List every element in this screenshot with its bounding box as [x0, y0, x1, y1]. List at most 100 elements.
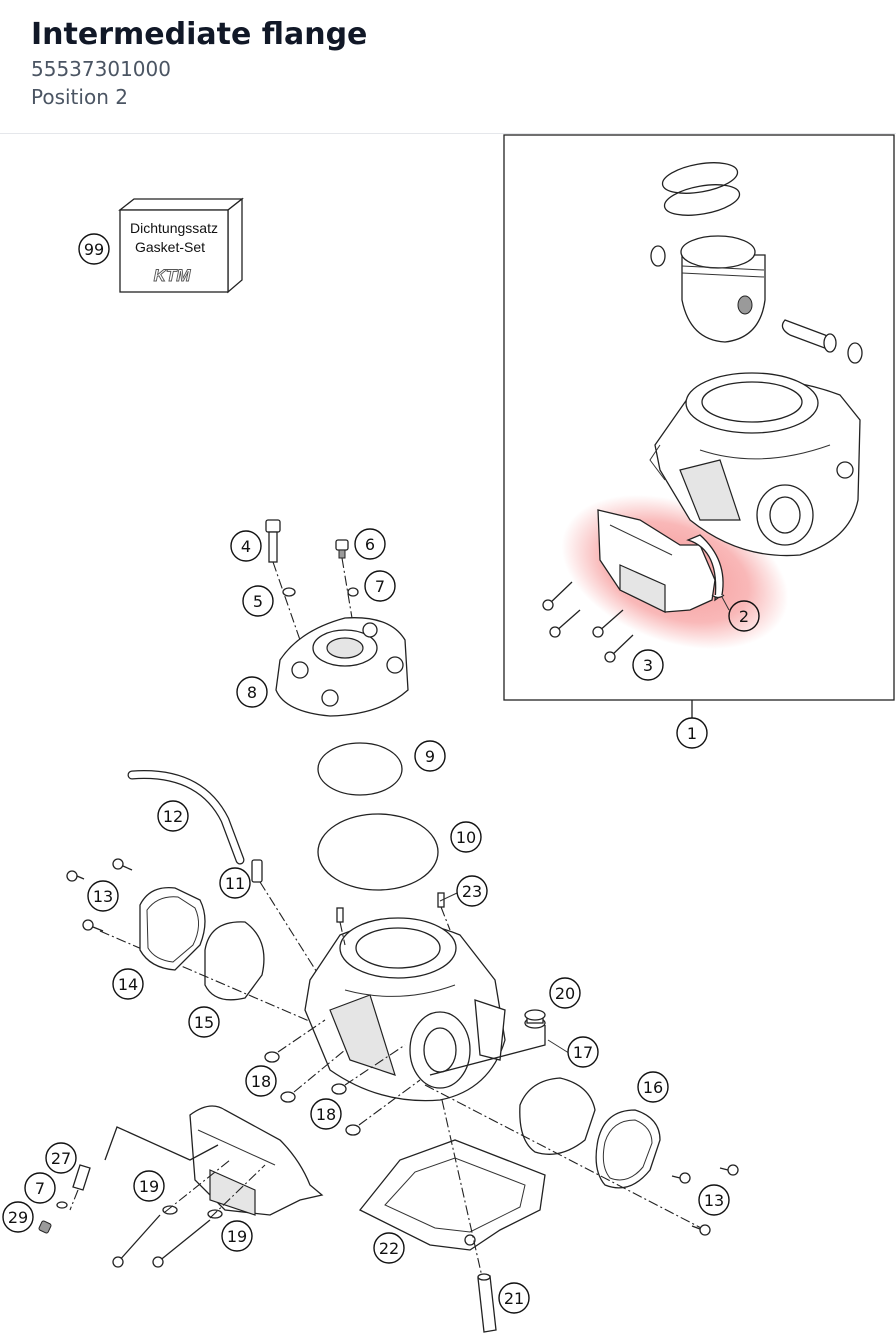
washer-5[interactable] — [282, 587, 296, 597]
callout-number: 22 — [379, 1239, 399, 1258]
callout-number: 21 — [504, 1289, 524, 1308]
nut-6[interactable] — [335, 539, 349, 559]
callout-5[interactable]: 5 — [242, 585, 274, 617]
callout-13[interactable]: 13 — [87, 880, 119, 912]
callout-number: 99 — [84, 240, 104, 259]
screws-13-left[interactable] — [66, 858, 133, 932]
callout-99[interactable]: 99 — [78, 233, 110, 265]
cylinder-head[interactable] — [275, 617, 409, 717]
callout-1[interactable]: 1 — [676, 717, 708, 749]
base-gasket-22[interactable] — [358, 1139, 546, 1251]
callout-8[interactable]: 8 — [236, 676, 268, 708]
callout-number: 17 — [573, 1043, 593, 1062]
callout-3[interactable]: 3 — [632, 649, 664, 681]
part-number: 55537301000 — [31, 57, 171, 81]
main-cylinder[interactable] — [304, 917, 506, 1102]
o-rings-18[interactable] — [264, 1051, 361, 1136]
callout-number: 13 — [704, 1191, 724, 1210]
callout-18[interactable]: 18 — [245, 1065, 277, 1097]
callout-number: 18 — [316, 1105, 336, 1124]
callout-number: 18 — [251, 1072, 271, 1091]
callout-22[interactable]: 22 — [373, 1232, 405, 1264]
callout-number: 1 — [687, 724, 697, 743]
callout-number: 2 — [739, 607, 749, 626]
callout-11[interactable]: 11 — [219, 867, 251, 899]
inset-cylinder[interactable] — [649, 372, 861, 557]
callout-number: 9 — [425, 747, 435, 766]
callout-27[interactable]: 27 — [45, 1142, 77, 1174]
callout-number: 12 — [163, 807, 183, 826]
callout-23[interactable]: 23 — [456, 875, 488, 907]
callout-number: 19 — [227, 1227, 247, 1246]
piston-rings[interactable] — [660, 158, 742, 221]
washer-7-lower[interactable] — [56, 1201, 68, 1209]
sleeve-27[interactable] — [72, 1164, 91, 1191]
callout-number: 15 — [194, 1013, 214, 1032]
callout-13[interactable]: 13 — [698, 1184, 730, 1216]
callout-7[interactable]: 7 — [24, 1172, 56, 1204]
position-label: Position 2 — [31, 85, 128, 109]
o-ring-10[interactable] — [317, 813, 439, 891]
callout-16[interactable]: 16 — [637, 1071, 669, 1103]
callout-number: 23 — [462, 882, 482, 901]
nut-29[interactable] — [38, 1220, 52, 1234]
washers-19[interactable] — [162, 1205, 223, 1219]
callout-number: 13 — [93, 887, 113, 906]
washer-7[interactable] — [347, 587, 359, 597]
gasket-17[interactable] — [519, 1077, 596, 1155]
callout-7[interactable]: 7 — [364, 570, 396, 602]
gasket-15[interactable] — [204, 921, 265, 1001]
callout-number: 19 — [139, 1177, 159, 1196]
callout-2[interactable]: 2 — [728, 600, 760, 632]
callout-12[interactable]: 12 — [157, 800, 189, 832]
callout-19[interactable]: 19 — [221, 1220, 253, 1252]
piston[interactable] — [680, 235, 766, 343]
callout-19[interactable]: 19 — [133, 1170, 165, 1202]
plug-20[interactable] — [524, 1009, 546, 1029]
callout-number: 29 — [8, 1208, 28, 1227]
callout-number: 10 — [456, 828, 476, 847]
callout-number: 4 — [241, 537, 251, 556]
ktm-logo: KTM — [154, 266, 192, 285]
callout-20[interactable]: 20 — [549, 977, 581, 1009]
callout-14[interactable]: 14 — [112, 968, 144, 1000]
callout-number: 16 — [643, 1078, 663, 1097]
callout-number: 14 — [118, 975, 138, 994]
callout-18[interactable]: 18 — [310, 1098, 342, 1130]
nipple-11[interactable] — [251, 859, 263, 883]
callout-number: 7 — [35, 1179, 45, 1198]
screws-13-right[interactable] — [671, 1164, 739, 1236]
callout-21[interactable]: 21 — [498, 1282, 530, 1314]
callout-10[interactable]: 10 — [450, 821, 482, 853]
piston-pin-clip[interactable] — [650, 245, 666, 267]
inset-bolts[interactable] — [542, 581, 634, 663]
o-ring-9[interactable] — [317, 742, 403, 796]
dowel-21[interactable] — [477, 1273, 497, 1333]
lower-intermediate-flange[interactable] — [189, 1105, 324, 1216]
callout-number: 6 — [365, 535, 375, 554]
cylinder-head-bolt[interactable] — [265, 519, 281, 563]
water-pump-cover-16[interactable] — [595, 1109, 661, 1189]
callout-9[interactable]: 9 — [414, 740, 446, 772]
cylinder-kit-inset — [503, 134, 895, 720]
piston-pin-clip-right[interactable] — [847, 342, 863, 364]
callout-15[interactable]: 15 — [188, 1006, 220, 1038]
callout-number: 11 — [225, 874, 245, 893]
gasket-set-label-en: Gasket-Set — [135, 239, 205, 255]
callout-6[interactable]: 6 — [354, 528, 386, 560]
callout-number: 3 — [643, 656, 653, 675]
gasket-set-box[interactable]: Dichtungssatz Gasket-Set KTM — [118, 197, 244, 294]
intermediate-flange-part[interactable] — [597, 509, 725, 613]
piston-pin[interactable] — [781, 319, 837, 353]
callout-number: 8 — [247, 683, 257, 702]
callout-17[interactable]: 17 — [567, 1036, 599, 1068]
page-title: Intermediate flange — [31, 17, 368, 52]
water-pump-cover-14[interactable] — [139, 886, 206, 971]
flange-bolts[interactable] — [112, 1214, 211, 1268]
callout-29[interactable]: 29 — [2, 1201, 34, 1233]
callout-number: 27 — [51, 1149, 71, 1168]
callout-number: 7 — [375, 577, 385, 596]
callout-4[interactable]: 4 — [230, 530, 262, 562]
